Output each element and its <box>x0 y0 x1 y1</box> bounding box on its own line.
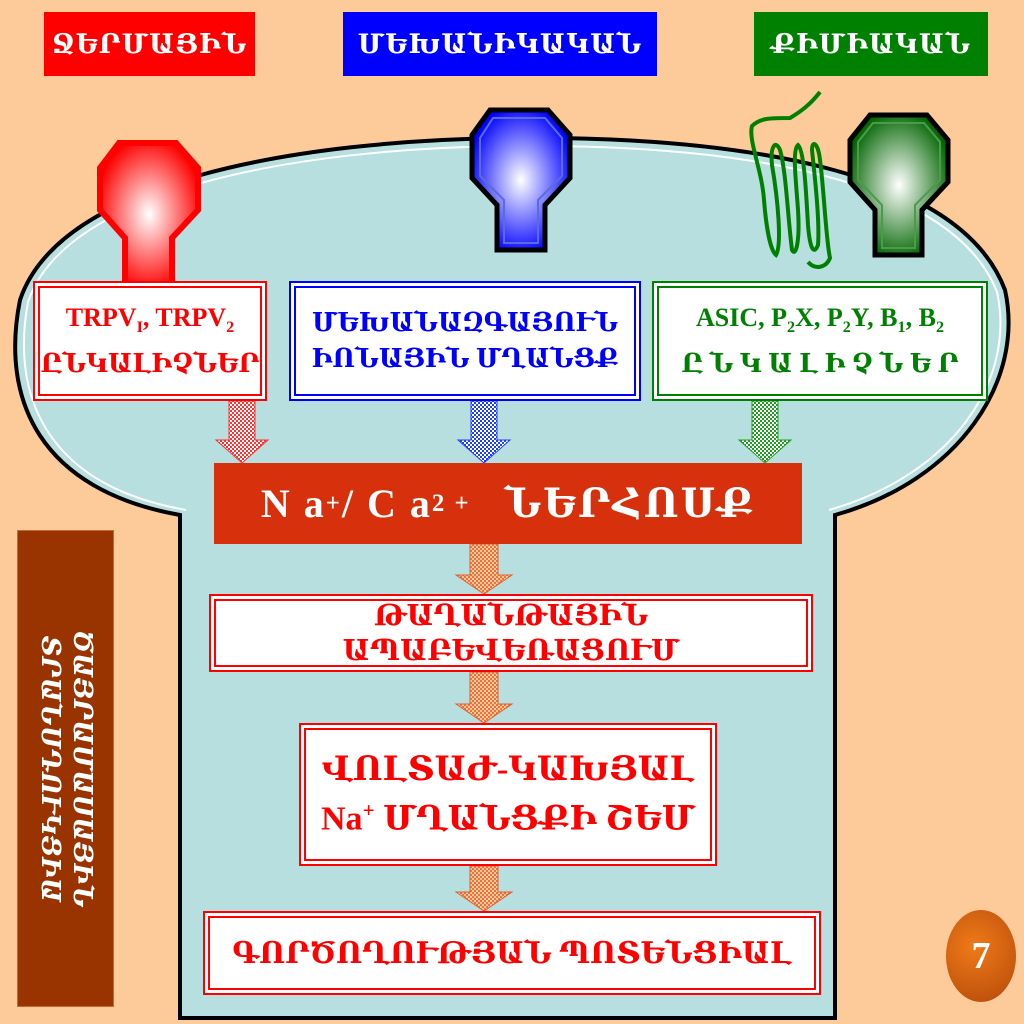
arrow-thermal-down <box>214 400 270 464</box>
chem-receptor-label: Ը Ն Կ Ա Լ Ի Չ Ն Ե Ր <box>681 349 959 379</box>
gate-line2: Na+ ՄՂԱՆՑՔԻ ՇԵՄ <box>321 797 695 838</box>
voltage-gated-na-threshold-box: ՎՈԼՏԱԺ-ԿԱԽՅԱԼ Na+ ՄՂԱՆՑՔԻ ՇԵՄ <box>299 723 717 866</box>
chemical-receptor-box: ASIC, P2X, P2Y, B1, B2 Ը Ն Կ Ա Լ Ի Չ Ն Ե… <box>652 281 988 401</box>
mechanosensitive-channel-box: ՄԵԽԱՆԱԶԳԱՅՈՒՆ ԻՈՆԱՅԻՆ ՄՂԱՆՑՔ <box>289 281 641 401</box>
mech-line1: ՄԵԽԱՆԱԶԳԱՅՈՒՆ <box>311 308 619 337</box>
gpcr-receptor-icon <box>749 90 833 269</box>
arrow-influx-to-depol <box>454 543 514 595</box>
chem-receptor-names: ASIC, P2X, P2Y, B1, B2 <box>695 302 944 337</box>
mechanical-stimulus-label: ՄԵԽԱՆԻԿԱԿԱՆ <box>343 12 657 76</box>
action-potential-box: ԳՈՐԾՈՂՈՒԹՅԱՆ ՊՈՏԵՆՑԻԱԼ <box>203 911 821 995</box>
thermal-stimulus-label: ՋԵՐՄԱՅԻՆ <box>44 12 255 76</box>
page-number-badge: 7 <box>946 910 1016 1002</box>
membrane-depolarization-box: ԹԱՂԱՆԹԱՅԻՆ ԱՊԱԲԵՎԵՌԱՑՈՒՄ <box>209 594 813 672</box>
trpv-receptor-names: TRPVI, TRPV2 <box>65 302 235 337</box>
chemical-channel-icon <box>847 112 951 258</box>
arrow-chemical-down <box>737 400 793 464</box>
peripheral-transduction-label: ԾԱՅՐԱՄԱՍԱՅԻՆ ՏՐԱՆՍԴՈՒԿՑԻԱ <box>17 530 114 1007</box>
arrow-gate-to-ap <box>454 865 514 912</box>
trpv-receptor-box: TRPVI, TRPV2 ԸՆԿԱԼԻՉՆԵՐ <box>33 281 267 401</box>
arrow-depol-to-gate <box>454 671 514 724</box>
arrow-mechanical-down <box>456 400 512 464</box>
influx-word: ՆԵՐՀՈՍՔ <box>504 481 756 526</box>
mech-line2: ԻՈՆԱՅԻՆ ՄՂԱՆՑՔ <box>311 344 619 373</box>
trpv-receptor-label: ԸՆԿԱԼԻՉՆԵՐ <box>40 349 260 379</box>
chemical-stimulus-label: ՔԻՄԻԱԿԱՆ <box>754 12 988 76</box>
mechanical-channel-icon <box>469 107 573 253</box>
